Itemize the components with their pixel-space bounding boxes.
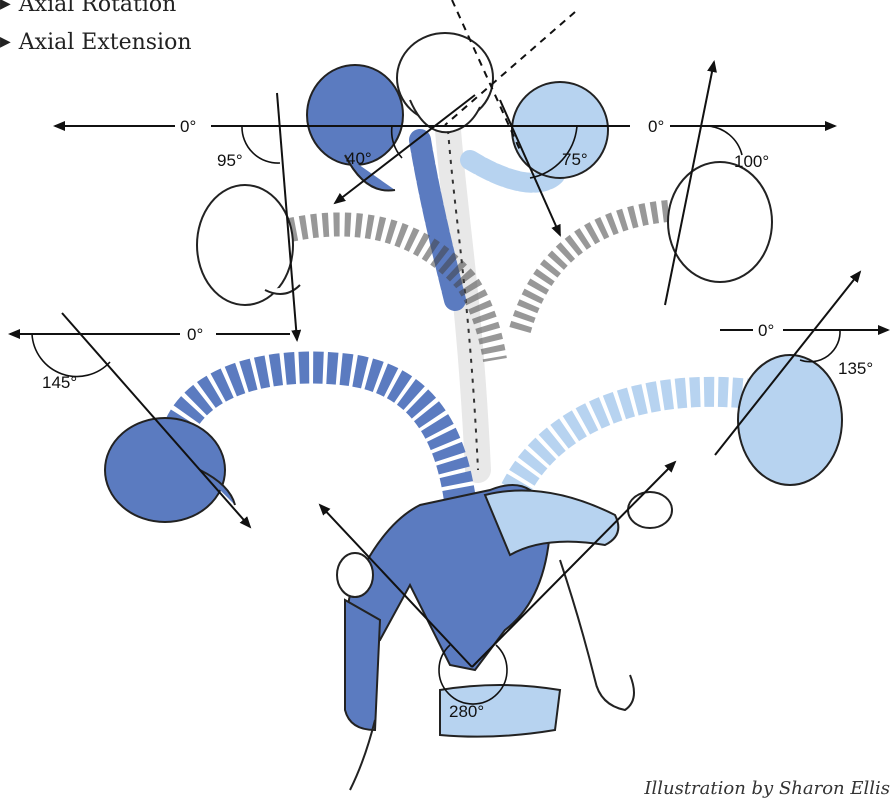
human-figure <box>337 485 672 790</box>
arc-95 <box>242 126 280 163</box>
skull-left-dark-blue <box>105 418 235 522</box>
skull-left-white <box>197 185 300 305</box>
label-100: 100° <box>734 152 769 171</box>
skull-top-dark-blue <box>307 65 403 191</box>
label-135: 135° <box>838 359 873 378</box>
label-zero-mid-left: 0° <box>187 325 203 344</box>
illustration-credit: Illustration by Sharon Ellis <box>644 778 890 799</box>
label-95: 95° <box>217 151 243 170</box>
label-75: 75° <box>562 150 588 169</box>
label-zero-top-right: 0° <box>648 117 664 136</box>
light-blue-arc-spine <box>515 392 760 490</box>
label-40: 40° <box>346 149 372 168</box>
skull-right-white <box>668 162 772 282</box>
skull-right-light-blue <box>738 355 842 485</box>
right-white-spine <box>520 210 680 330</box>
label-zero-mid-right: 0° <box>758 321 774 340</box>
arc-100 <box>707 126 742 155</box>
label-145: 145° <box>42 373 77 392</box>
label-zero-top-left: 0° <box>180 117 196 136</box>
skull-top-light-blue <box>512 82 608 178</box>
label-280: 280° <box>449 702 484 721</box>
